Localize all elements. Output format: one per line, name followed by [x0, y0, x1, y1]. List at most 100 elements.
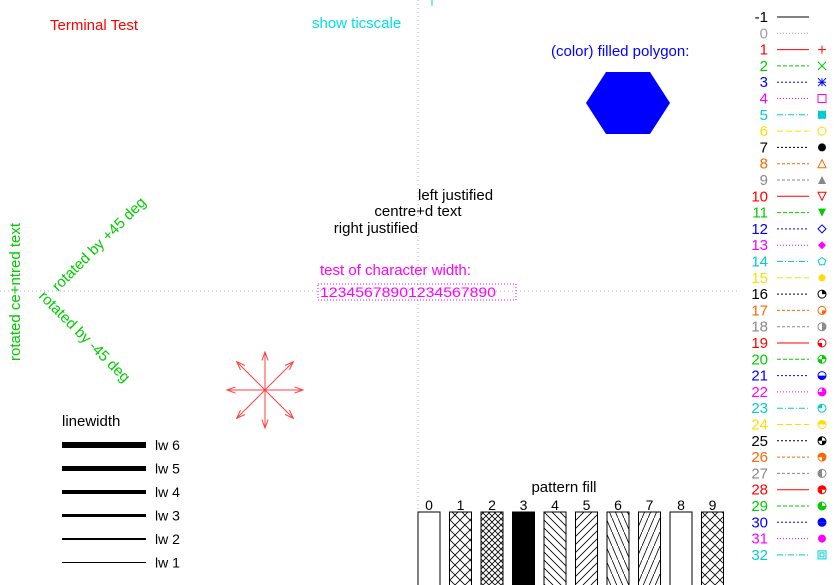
pattern-label: 5 [583, 497, 591, 513]
legend-entry: 24 [751, 417, 827, 434]
arrow-shaft [236, 389, 266, 419]
linewidth-label: lw 4 [155, 484, 180, 500]
point-symbol [818, 375, 822, 380]
legend-label: 24 [751, 417, 768, 434]
legend-label: 28 [751, 482, 768, 499]
point-symbol [818, 241, 826, 250]
ticscale-label: show ticscale [312, 15, 401, 32]
legend-entry: 1 [760, 42, 826, 59]
pattern-label: 9 [709, 497, 717, 513]
legend-label: 29 [751, 498, 768, 515]
legend-label: 10 [751, 188, 768, 205]
legend-entry: 27 [751, 465, 827, 482]
point-symbol [818, 273, 826, 282]
legend-entry: 28 [751, 482, 827, 499]
right-justified-text: right justified [334, 220, 418, 237]
line-type-legend: -101234567891011121314151617181920212223… [751, 9, 827, 564]
pattern-box [543, 511, 567, 585]
point-symbol [817, 191, 827, 202]
char-width-box [317, 283, 517, 301]
pattern-label: 1 [457, 497, 465, 513]
point-symbol [818, 359, 822, 364]
pattern-box [638, 511, 661, 585]
legend-label: 7 [760, 139, 768, 156]
rotated-plus45-text: rotated by +45 deg [49, 194, 150, 295]
point-symbol [818, 469, 822, 474]
legend-entry: 29 [751, 498, 827, 515]
point-symbol [822, 355, 826, 360]
point-symbol [822, 453, 826, 458]
point-symbol [818, 489, 822, 494]
legend-entry: 31 [751, 531, 826, 548]
arrow-head [284, 360, 295, 371]
linewidth-label: lw 1 [155, 555, 180, 571]
point-symbol [818, 143, 826, 152]
pattern-box [606, 511, 630, 585]
point-symbol [818, 45, 826, 54]
legend-label: 14 [751, 254, 768, 271]
legend-entry: 4 [760, 91, 827, 108]
polygon-label: (color) filled polygon: [551, 43, 689, 60]
point-symbol [818, 420, 822, 425]
legend-entry: 15 [751, 270, 826, 287]
linewidth-label: lw 5 [155, 461, 180, 477]
legend-entry: 3 [760, 74, 827, 91]
legend-label: 4 [760, 91, 768, 108]
legend-label: 31 [751, 531, 768, 548]
point-symbol [818, 176, 826, 184]
point-symbol [817, 126, 827, 136]
point-symbol [818, 473, 822, 478]
arrow-head [294, 386, 305, 394]
char-width-label: test of character width: [320, 262, 471, 279]
point-symbol [817, 61, 827, 71]
point-symbol [822, 522, 826, 527]
point-symbol [818, 522, 822, 527]
point-symbol [822, 326, 826, 331]
legend-entry: 25 [751, 433, 827, 450]
point-symbol [822, 310, 826, 315]
legend-entry: 7 [760, 139, 826, 156]
pattern-box [512, 511, 535, 585]
rotated-minus45-text: rotated by -45 deg [35, 288, 133, 386]
point-symbol [822, 420, 826, 425]
arrow-star [225, 350, 305, 430]
legend-entry: 0 [760, 25, 809, 42]
legend-entry: 6 [760, 123, 827, 140]
point-symbol [818, 534, 826, 543]
point-symbol [822, 518, 826, 523]
point-symbol [817, 256, 827, 266]
legend-entry: 32 [751, 547, 827, 564]
point-symbol [822, 457, 826, 462]
point-symbol [817, 94, 827, 103]
legend-entry: 19 [751, 335, 827, 352]
point-symbol [817, 77, 827, 87]
pattern-label: 6 [614, 497, 622, 513]
filled-polygon [586, 72, 670, 134]
point-symbol [822, 485, 826, 490]
terminal-test-title: Terminal Test [50, 17, 139, 34]
legend-entry: 11 [752, 205, 826, 222]
point-symbol [822, 506, 826, 510]
legend-entry: 20 [751, 351, 827, 368]
left-justified-text: left justified [418, 187, 493, 204]
legend-label: 32 [751, 547, 768, 564]
legend-label: 16 [751, 286, 768, 303]
legend-label: 18 [751, 319, 768, 336]
legend-entry: 23 [751, 400, 827, 417]
point-symbol [818, 502, 822, 506]
point-symbol [822, 391, 826, 396]
point-symbol [818, 343, 822, 347]
legend-label: 13 [751, 237, 768, 254]
arrow-shaft [236, 361, 266, 391]
point-symbol [822, 322, 826, 327]
legend-entry: 8 [760, 156, 827, 173]
legend-label: 22 [751, 384, 768, 401]
legend-entry: 26 [751, 449, 827, 466]
legend-entry: 12 [751, 221, 827, 238]
point-symbol [817, 158, 827, 169]
pattern-label: 4 [551, 497, 559, 513]
legend-entry: 9 [760, 172, 826, 189]
